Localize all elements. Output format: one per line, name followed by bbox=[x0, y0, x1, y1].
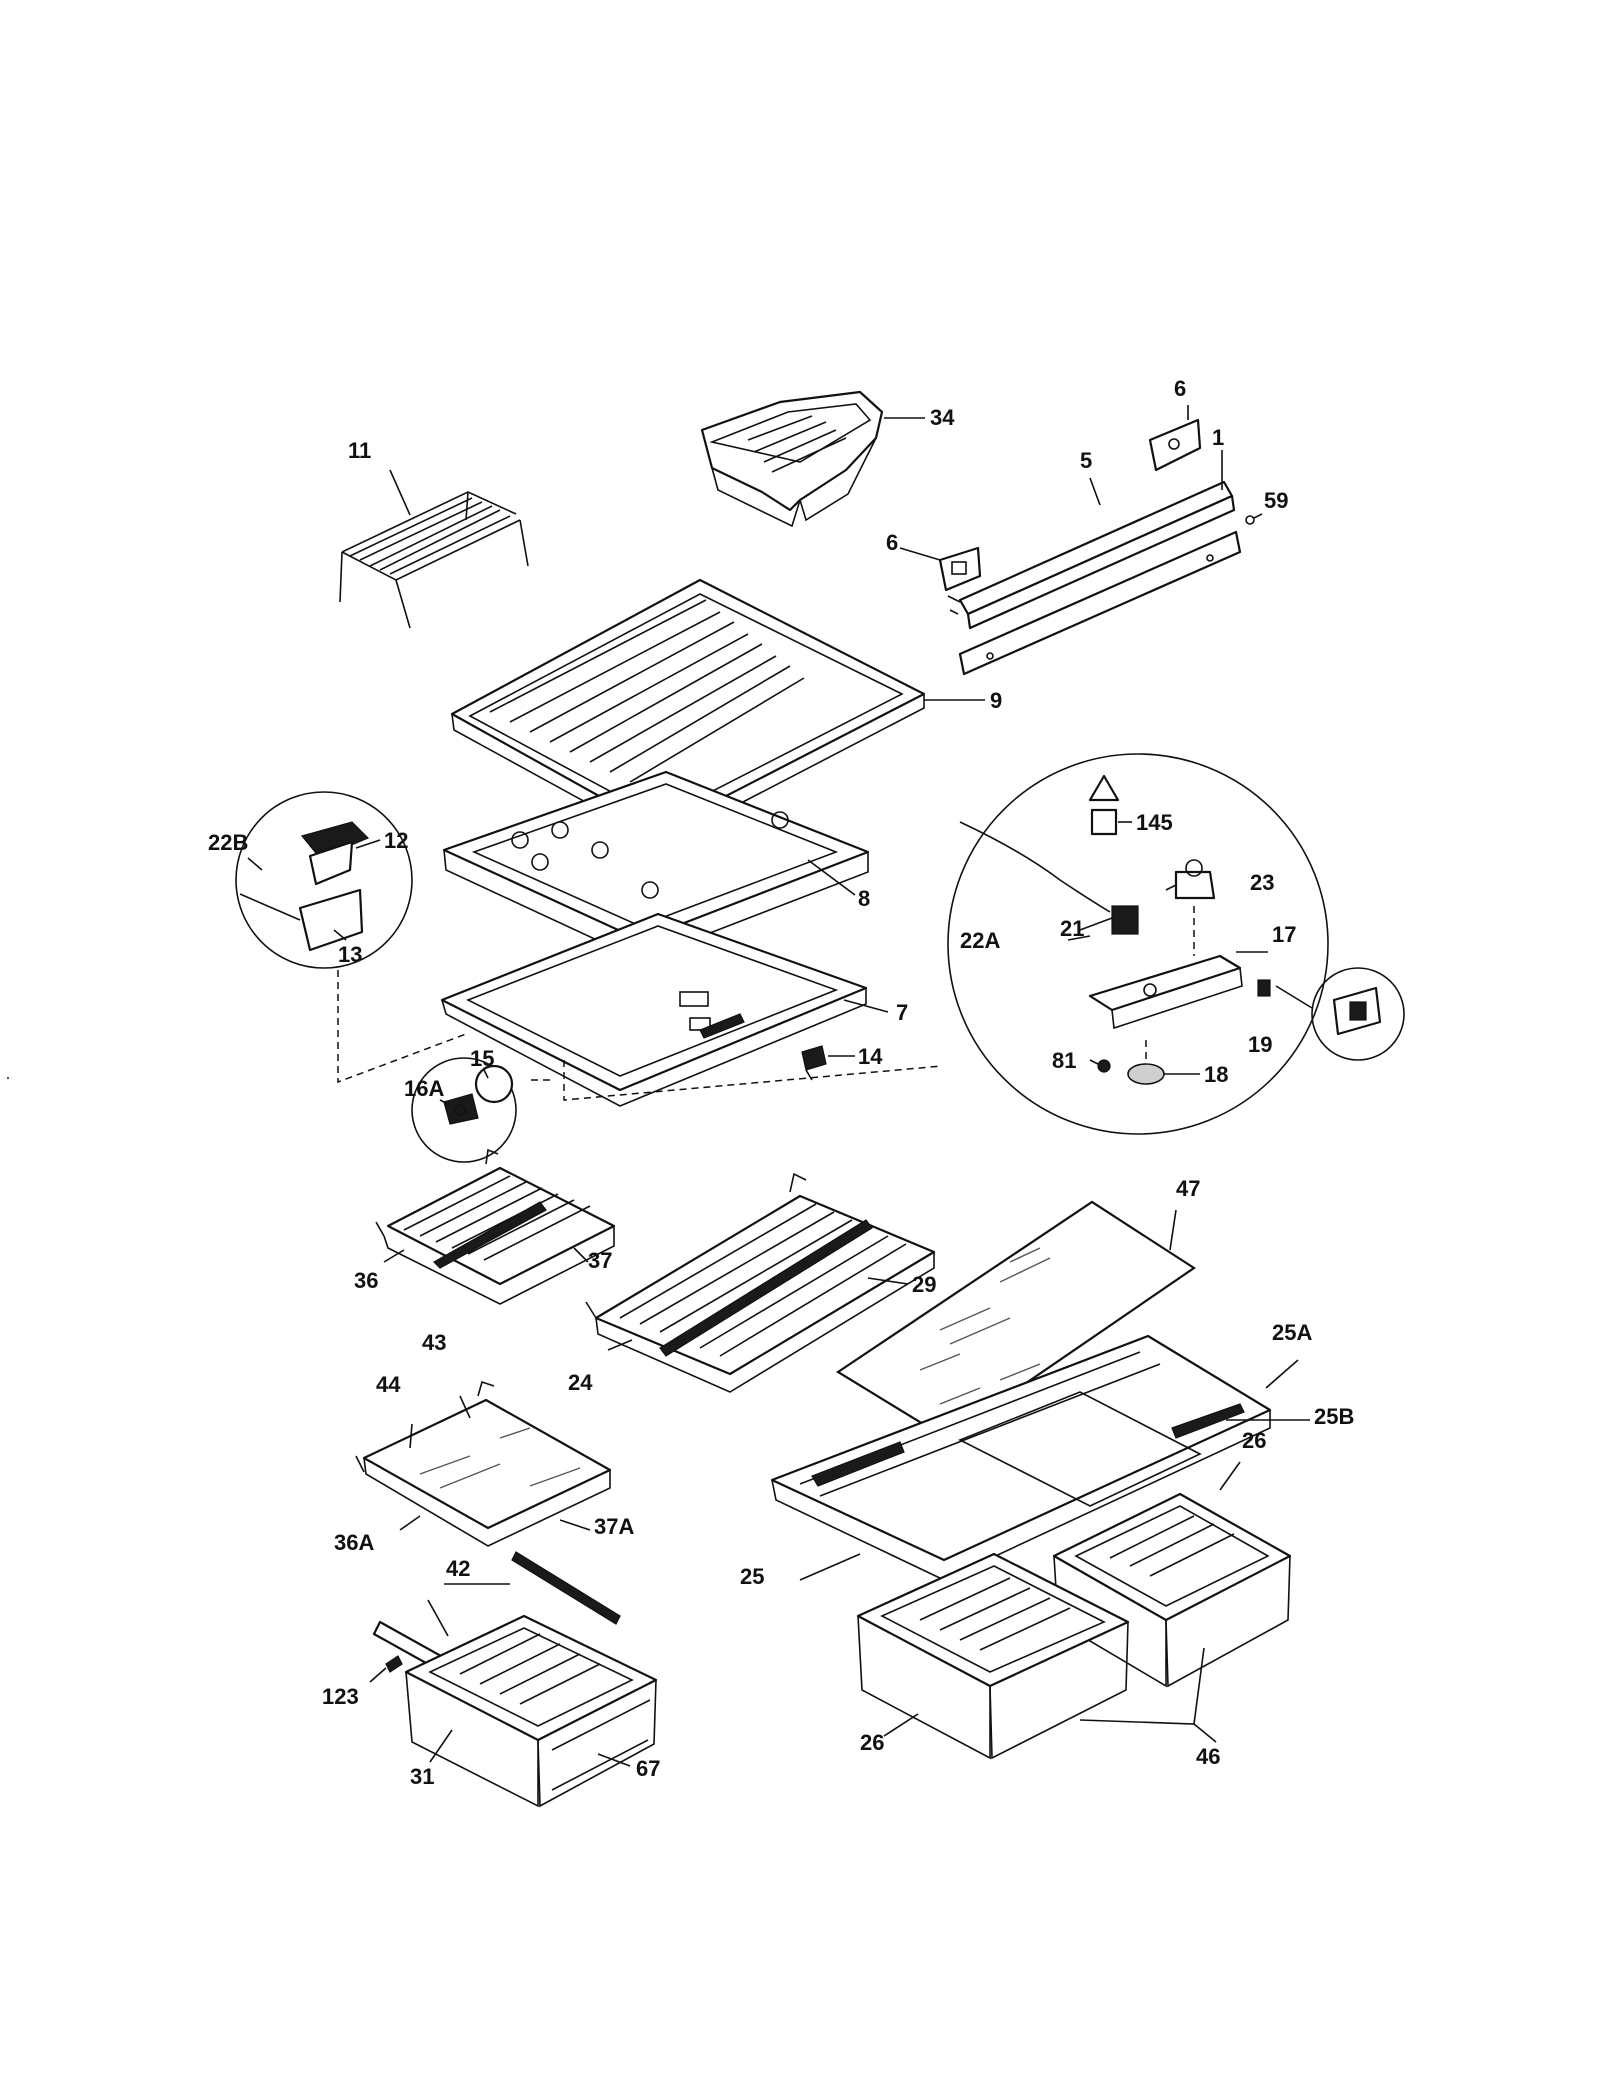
callout-29: 29 bbox=[912, 1272, 936, 1297]
part-11-wire-rack bbox=[339, 491, 529, 629]
callout-67: 67 bbox=[636, 1756, 660, 1781]
callout-44: 44 bbox=[376, 1372, 401, 1397]
callout-43: 43 bbox=[422, 1330, 446, 1355]
callout-9: 9 bbox=[990, 688, 1002, 713]
callout-7: 7 bbox=[896, 1000, 908, 1025]
callout-25: 25 bbox=[740, 1564, 764, 1589]
callout-18: 18 bbox=[1204, 1062, 1228, 1087]
part-7-cover bbox=[440, 912, 868, 1107]
callout-8: 8 bbox=[858, 886, 870, 911]
part-26-drawer-left bbox=[856, 1552, 1130, 1760]
callout-14: 14 bbox=[858, 1044, 883, 1069]
callout-15: 15 bbox=[470, 1046, 494, 1071]
callout-6-left: 6 bbox=[886, 530, 898, 555]
callout-26-top: 26 bbox=[1242, 1428, 1266, 1453]
callout-17: 17 bbox=[1272, 922, 1296, 947]
callout-12: 12 bbox=[384, 828, 408, 853]
callout-22b: 22B bbox=[208, 830, 248, 855]
part-6-bracket-left bbox=[938, 546, 982, 615]
callout-13: 13 bbox=[338, 942, 362, 967]
callout-26-bottom: 26 bbox=[860, 1730, 884, 1755]
callout-36a: 36A bbox=[334, 1530, 374, 1555]
callout-24: 24 bbox=[568, 1370, 593, 1395]
callout-47: 47 bbox=[1176, 1176, 1200, 1201]
callout-25b: 25B bbox=[1314, 1404, 1354, 1429]
part-24-shelf bbox=[585, 1172, 936, 1393]
callout-36: 36 bbox=[354, 1268, 378, 1293]
part-25-frame bbox=[770, 1334, 1272, 1581]
part-36-shelf bbox=[375, 1148, 616, 1305]
part-31-drawer bbox=[404, 1614, 658, 1808]
part-14-switch bbox=[801, 1045, 827, 1081]
callout-42: 42 bbox=[446, 1556, 470, 1581]
callout-37a: 37A bbox=[594, 1514, 634, 1539]
part-6-bracket-right bbox=[1148, 418, 1202, 472]
callout-59: 59 bbox=[1264, 488, 1288, 513]
part-34-bin bbox=[700, 390, 884, 528]
callout-5: 5 bbox=[1080, 448, 1092, 473]
part-1-rail bbox=[958, 530, 1242, 676]
callout-37: 37 bbox=[588, 1248, 612, 1273]
callout-34: 34 bbox=[930, 405, 955, 430]
callout-25a: 25A bbox=[1272, 1320, 1312, 1345]
callout-6-right: 6 bbox=[1174, 376, 1186, 401]
callout-23: 23 bbox=[1250, 870, 1274, 895]
part-123-screw bbox=[385, 1655, 403, 1673]
callout-123: 123 bbox=[322, 1684, 359, 1709]
right-detail-circle bbox=[947, 753, 1329, 1135]
callout-145: 145 bbox=[1136, 810, 1173, 835]
left-detail-circle bbox=[235, 791, 413, 969]
bulb-detail-circle bbox=[411, 1057, 517, 1163]
callout-21: 21 bbox=[1060, 916, 1084, 941]
callout-31: 31 bbox=[410, 1764, 434, 1789]
part-36a-shelf bbox=[355, 1380, 612, 1547]
part-5-rail bbox=[958, 480, 1236, 630]
switch-detail-circle bbox=[1311, 967, 1405, 1061]
callout-1: 1 bbox=[1212, 425, 1224, 450]
callout-22a: 22A bbox=[960, 928, 1000, 953]
part-47-glass bbox=[835, 1200, 1196, 1440]
callout-81: 81 bbox=[1052, 1048, 1076, 1073]
part-26-drawer-right bbox=[1052, 1492, 1292, 1688]
callout-11: 11 bbox=[348, 438, 371, 463]
callout-16a: 16A bbox=[404, 1076, 444, 1101]
callout-19: 19 bbox=[1248, 1032, 1272, 1057]
callout-46: 46 bbox=[1196, 1744, 1220, 1769]
part-59-screw bbox=[1245, 513, 1263, 525]
